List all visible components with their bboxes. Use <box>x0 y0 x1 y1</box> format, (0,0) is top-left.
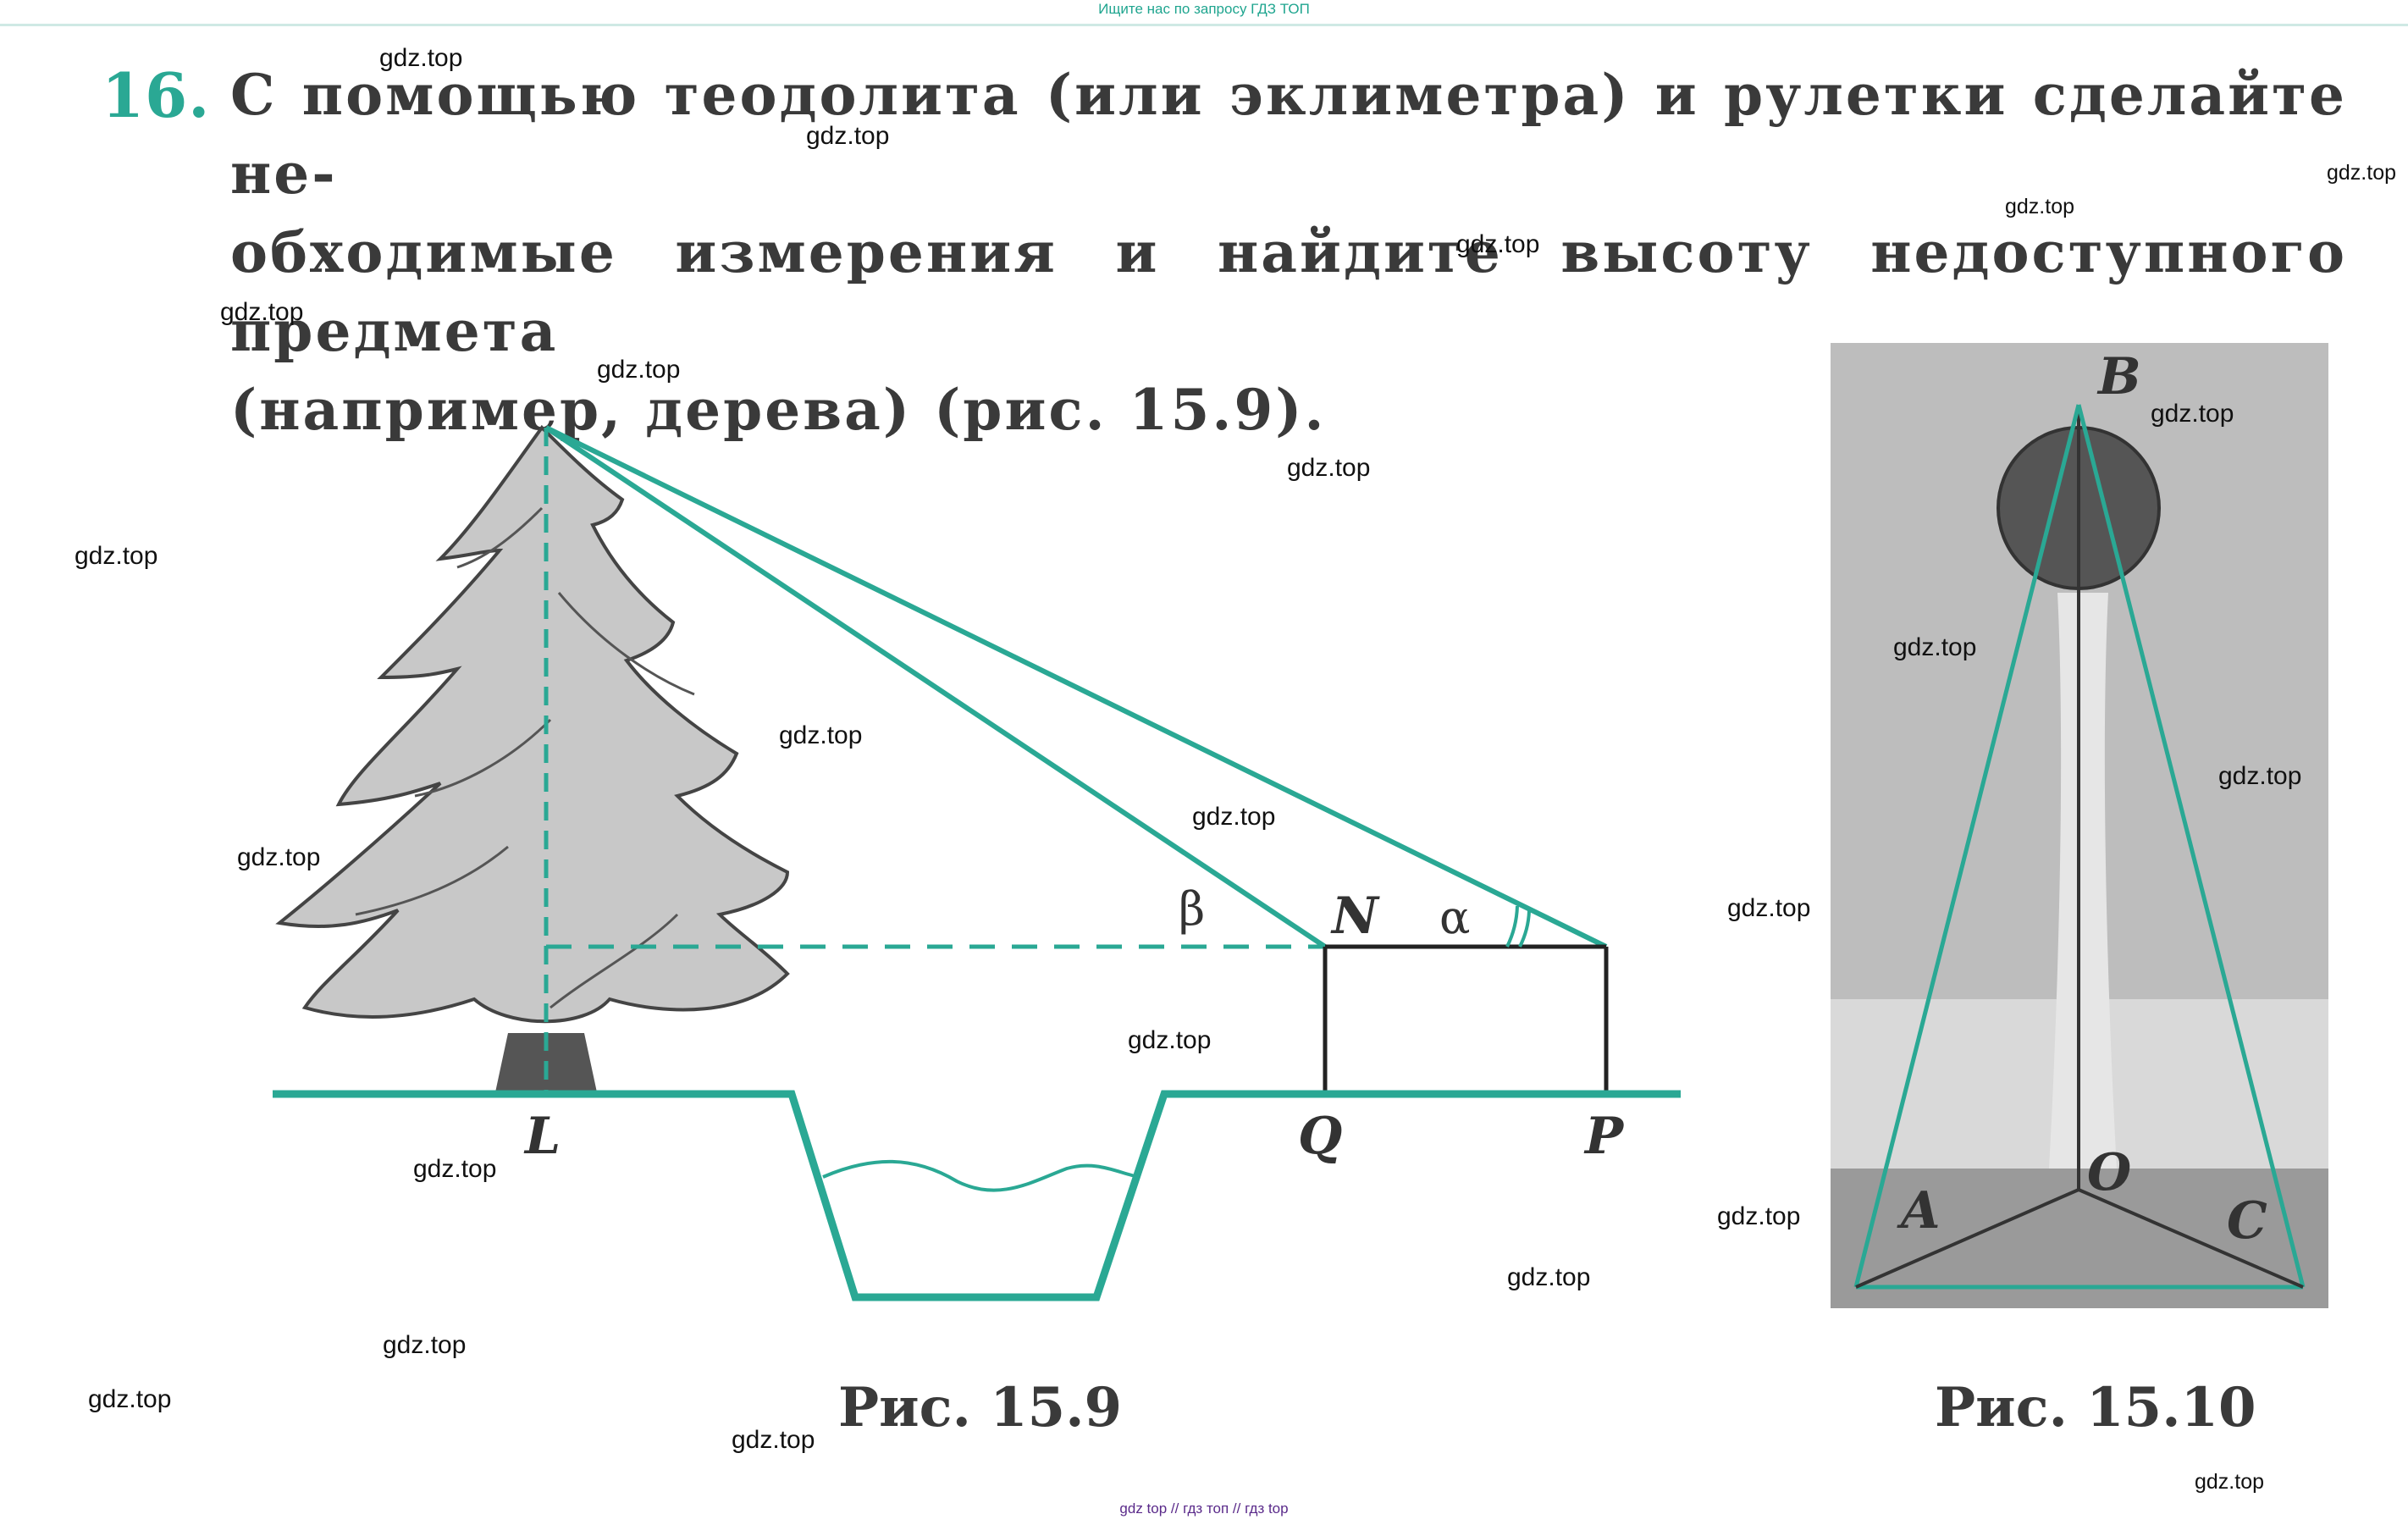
water-surface <box>822 1159 1140 1192</box>
watermark: gdz.top <box>1287 454 1371 482</box>
problem-text: С помощью теодолита (или эклиметра) и ру… <box>230 56 2347 450</box>
label-n: N <box>1330 887 1380 946</box>
label-b: B <box>2096 347 2141 406</box>
label-alpha: α <box>1439 891 1470 944</box>
watermark: gdz.top <box>2005 195 2075 218</box>
watermark: gdz.top <box>1507 1263 1591 1291</box>
label-p: P <box>1583 1107 1625 1166</box>
label-l: L <box>523 1107 561 1166</box>
caption-15-10: Рис. 15.10 <box>1935 1376 2256 1439</box>
watermark: gdz.top <box>1192 803 1276 831</box>
watermark: gdz.top <box>220 298 304 326</box>
label-a: A <box>1897 1181 1941 1240</box>
watermark: gdz.top <box>597 356 681 384</box>
line-ba <box>1853 404 2081 1288</box>
line-bc <box>2076 404 2306 1288</box>
caption-15-9: Рис. 15.9 <box>838 1376 1122 1439</box>
label-q: Q <box>1298 1107 1342 1166</box>
watermark: gdz.top <box>1128 1026 1212 1054</box>
problem-line-2: обходимые измерения и найдите высоту нед… <box>230 219 2347 364</box>
watermark: gdz.top <box>732 1426 815 1454</box>
watermark: gdz.top <box>806 122 890 150</box>
ground-line <box>273 1090 1681 1301</box>
tower-shaft <box>2049 593 2117 1169</box>
banner-text: Ищите нас по запросу ГДЗ ТОП <box>1098 1 1310 17</box>
footer-links[interactable]: gdz top // гдз топ // гдз top <box>1119 1500 1289 1517</box>
watermark: gdz.top <box>779 721 863 749</box>
watermark: gdz.top <box>2195 1470 2265 1494</box>
watermark: gdz.top <box>1727 894 1811 922</box>
label-o: O <box>2087 1143 2131 1202</box>
top-banner: Ищите нас по запросу ГДЗ ТОП <box>0 0 2408 26</box>
label-c: C <box>2227 1191 2267 1251</box>
watermark: gdz.top <box>2218 762 2302 790</box>
watermark: gdz.top <box>2151 400 2234 428</box>
tree-foliage <box>275 424 790 1024</box>
watermark: gdz.top <box>379 44 463 72</box>
line-ao <box>1855 1188 2079 1289</box>
watermark: gdz.top <box>237 843 321 871</box>
problem-number: 16. <box>102 59 211 131</box>
alpha-arc-2 <box>1518 910 1531 948</box>
watermark: gdz.top <box>383 1331 467 1359</box>
sight-line-p <box>544 425 1608 949</box>
label-beta: β <box>1179 882 1205 936</box>
watermark: gdz.top <box>75 542 158 570</box>
problem-line-1: С помощью теодолита (или эклиметра) и ру… <box>230 62 2347 207</box>
problem-line-3: (например, дерева) (рис. 15.9). <box>230 377 1327 443</box>
alpha-arc-1 <box>1505 905 1519 948</box>
watermark: gdz.top <box>2327 161 2397 185</box>
watermark: gdz.top <box>1456 230 1540 258</box>
watermark: gdz.top <box>88 1385 172 1413</box>
watermark: gdz.top <box>413 1155 497 1183</box>
watermark: gdz.top <box>1893 633 1977 661</box>
sight-line-n <box>544 425 1327 949</box>
watermark: gdz.top <box>1717 1202 1801 1230</box>
line-co <box>2078 1188 2304 1289</box>
